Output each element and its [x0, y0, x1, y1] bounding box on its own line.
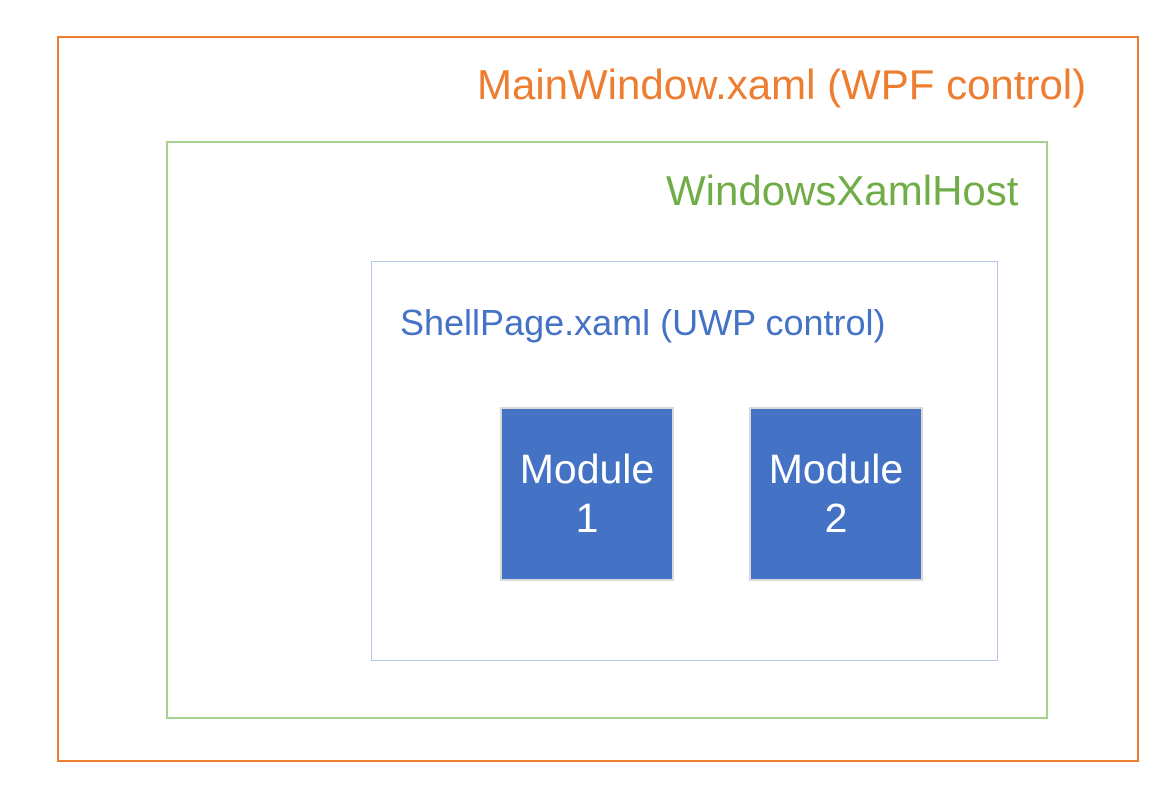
module-2-label-line2: 2 — [824, 495, 848, 541]
mainwindow-wpf-box — [57, 36, 1139, 762]
module-2-box: Module 2 — [749, 407, 923, 581]
module-1-label-line2: 1 — [575, 495, 599, 541]
windows-xaml-host-box — [166, 141, 1048, 719]
shellpage-uwp-box — [371, 261, 998, 661]
module-2-label-line1: Module — [768, 446, 904, 492]
shellpage-uwp-label: ShellPage.xaml (UWP control) — [400, 302, 886, 343]
windows-xaml-host-label: WindowsXamlHost — [666, 167, 1019, 214]
module-1-box: Module 1 — [500, 407, 674, 581]
mainwindow-wpf-label: MainWindow.xaml (WPF control) — [477, 61, 1087, 108]
module-1-label-line1: Module — [519, 446, 655, 492]
